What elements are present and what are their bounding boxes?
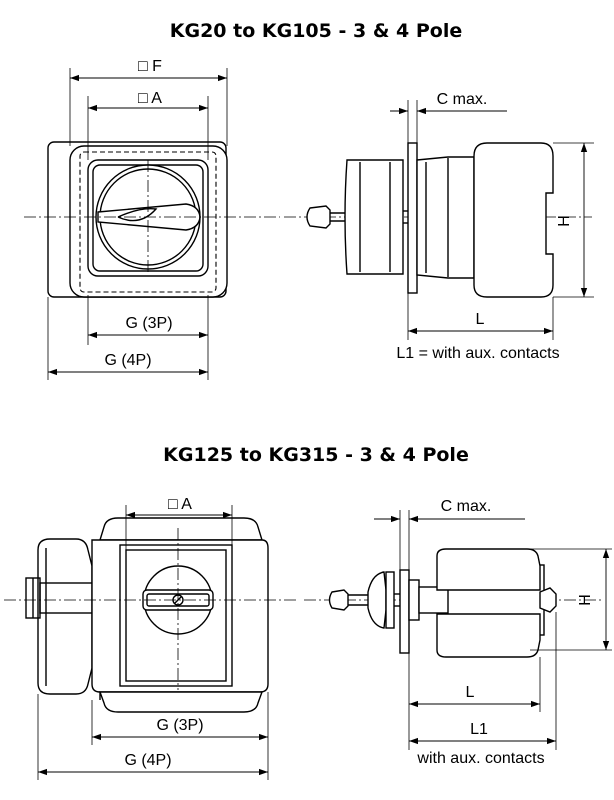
bottom-side-rear-stub xyxy=(539,587,557,613)
bottom-side-flange-a xyxy=(385,571,395,629)
bottom-side-view: C max. H L L1 with aux. contacts xyxy=(304,498,612,767)
top-dim-h-label: H xyxy=(556,215,573,227)
bottom-dim-l1-label: L1 xyxy=(470,721,488,738)
bottom-dim-c-label: C max. xyxy=(441,498,492,515)
top-side-shaft-tip xyxy=(306,205,331,229)
bottom-front-top-cap xyxy=(99,517,263,541)
top-dim-g3-label: G (3P) xyxy=(125,315,172,332)
bottom-front-bottom-cap xyxy=(99,691,263,713)
bottom-dim-g4-label: G (4P) xyxy=(124,752,171,769)
top-dim-c-label: C max. xyxy=(437,91,488,108)
bottom-side-shaft-tip xyxy=(328,589,349,611)
top-side-body xyxy=(473,142,554,298)
top-dim-l-label: L xyxy=(476,311,485,328)
top-dim-a-label: □ A xyxy=(138,90,162,107)
top-dim-l1-note: L1 = with aux. contacts xyxy=(396,345,559,362)
bottom-dim-a-label: □ A xyxy=(168,496,192,513)
top-side-knob xyxy=(344,159,404,275)
top-dim-g4-label: G (4P) xyxy=(104,352,151,369)
top-front-view: □ F □ A G (3P) G (4P) xyxy=(24,58,280,380)
top-dim-f-label: □ F xyxy=(138,58,162,75)
bottom-front-plate-inner xyxy=(125,549,227,682)
bottom-dim-l1-note: with aux. contacts xyxy=(416,750,544,767)
bottom-side-lower-block xyxy=(436,613,541,658)
bottom-side-upper-block xyxy=(436,548,541,591)
bottom-dim-g3-label: G (3P) xyxy=(156,717,203,734)
top-front-handle-pointer xyxy=(117,207,158,222)
bottom-dim-l-label: L xyxy=(466,684,475,701)
bottom-front-view: □ A G (3P) G (4P) xyxy=(4,496,298,780)
top-side-flange xyxy=(407,142,418,294)
top-front-hidden-outline xyxy=(79,151,217,293)
top-section-title: KG20 to KG105 - 3 & 4 Pole xyxy=(170,20,462,42)
bottom-dim-h-label: H xyxy=(577,594,594,606)
bottom-side-neck xyxy=(408,579,420,621)
bottom-section-title: KG125 to KG315 - 3 & 4 Pole xyxy=(163,444,469,466)
top-side-view: C max. H L L1 = with aux. contacts xyxy=(284,91,594,362)
bottom-side-knob xyxy=(367,571,387,629)
bottom-side-flange-b xyxy=(399,569,410,654)
